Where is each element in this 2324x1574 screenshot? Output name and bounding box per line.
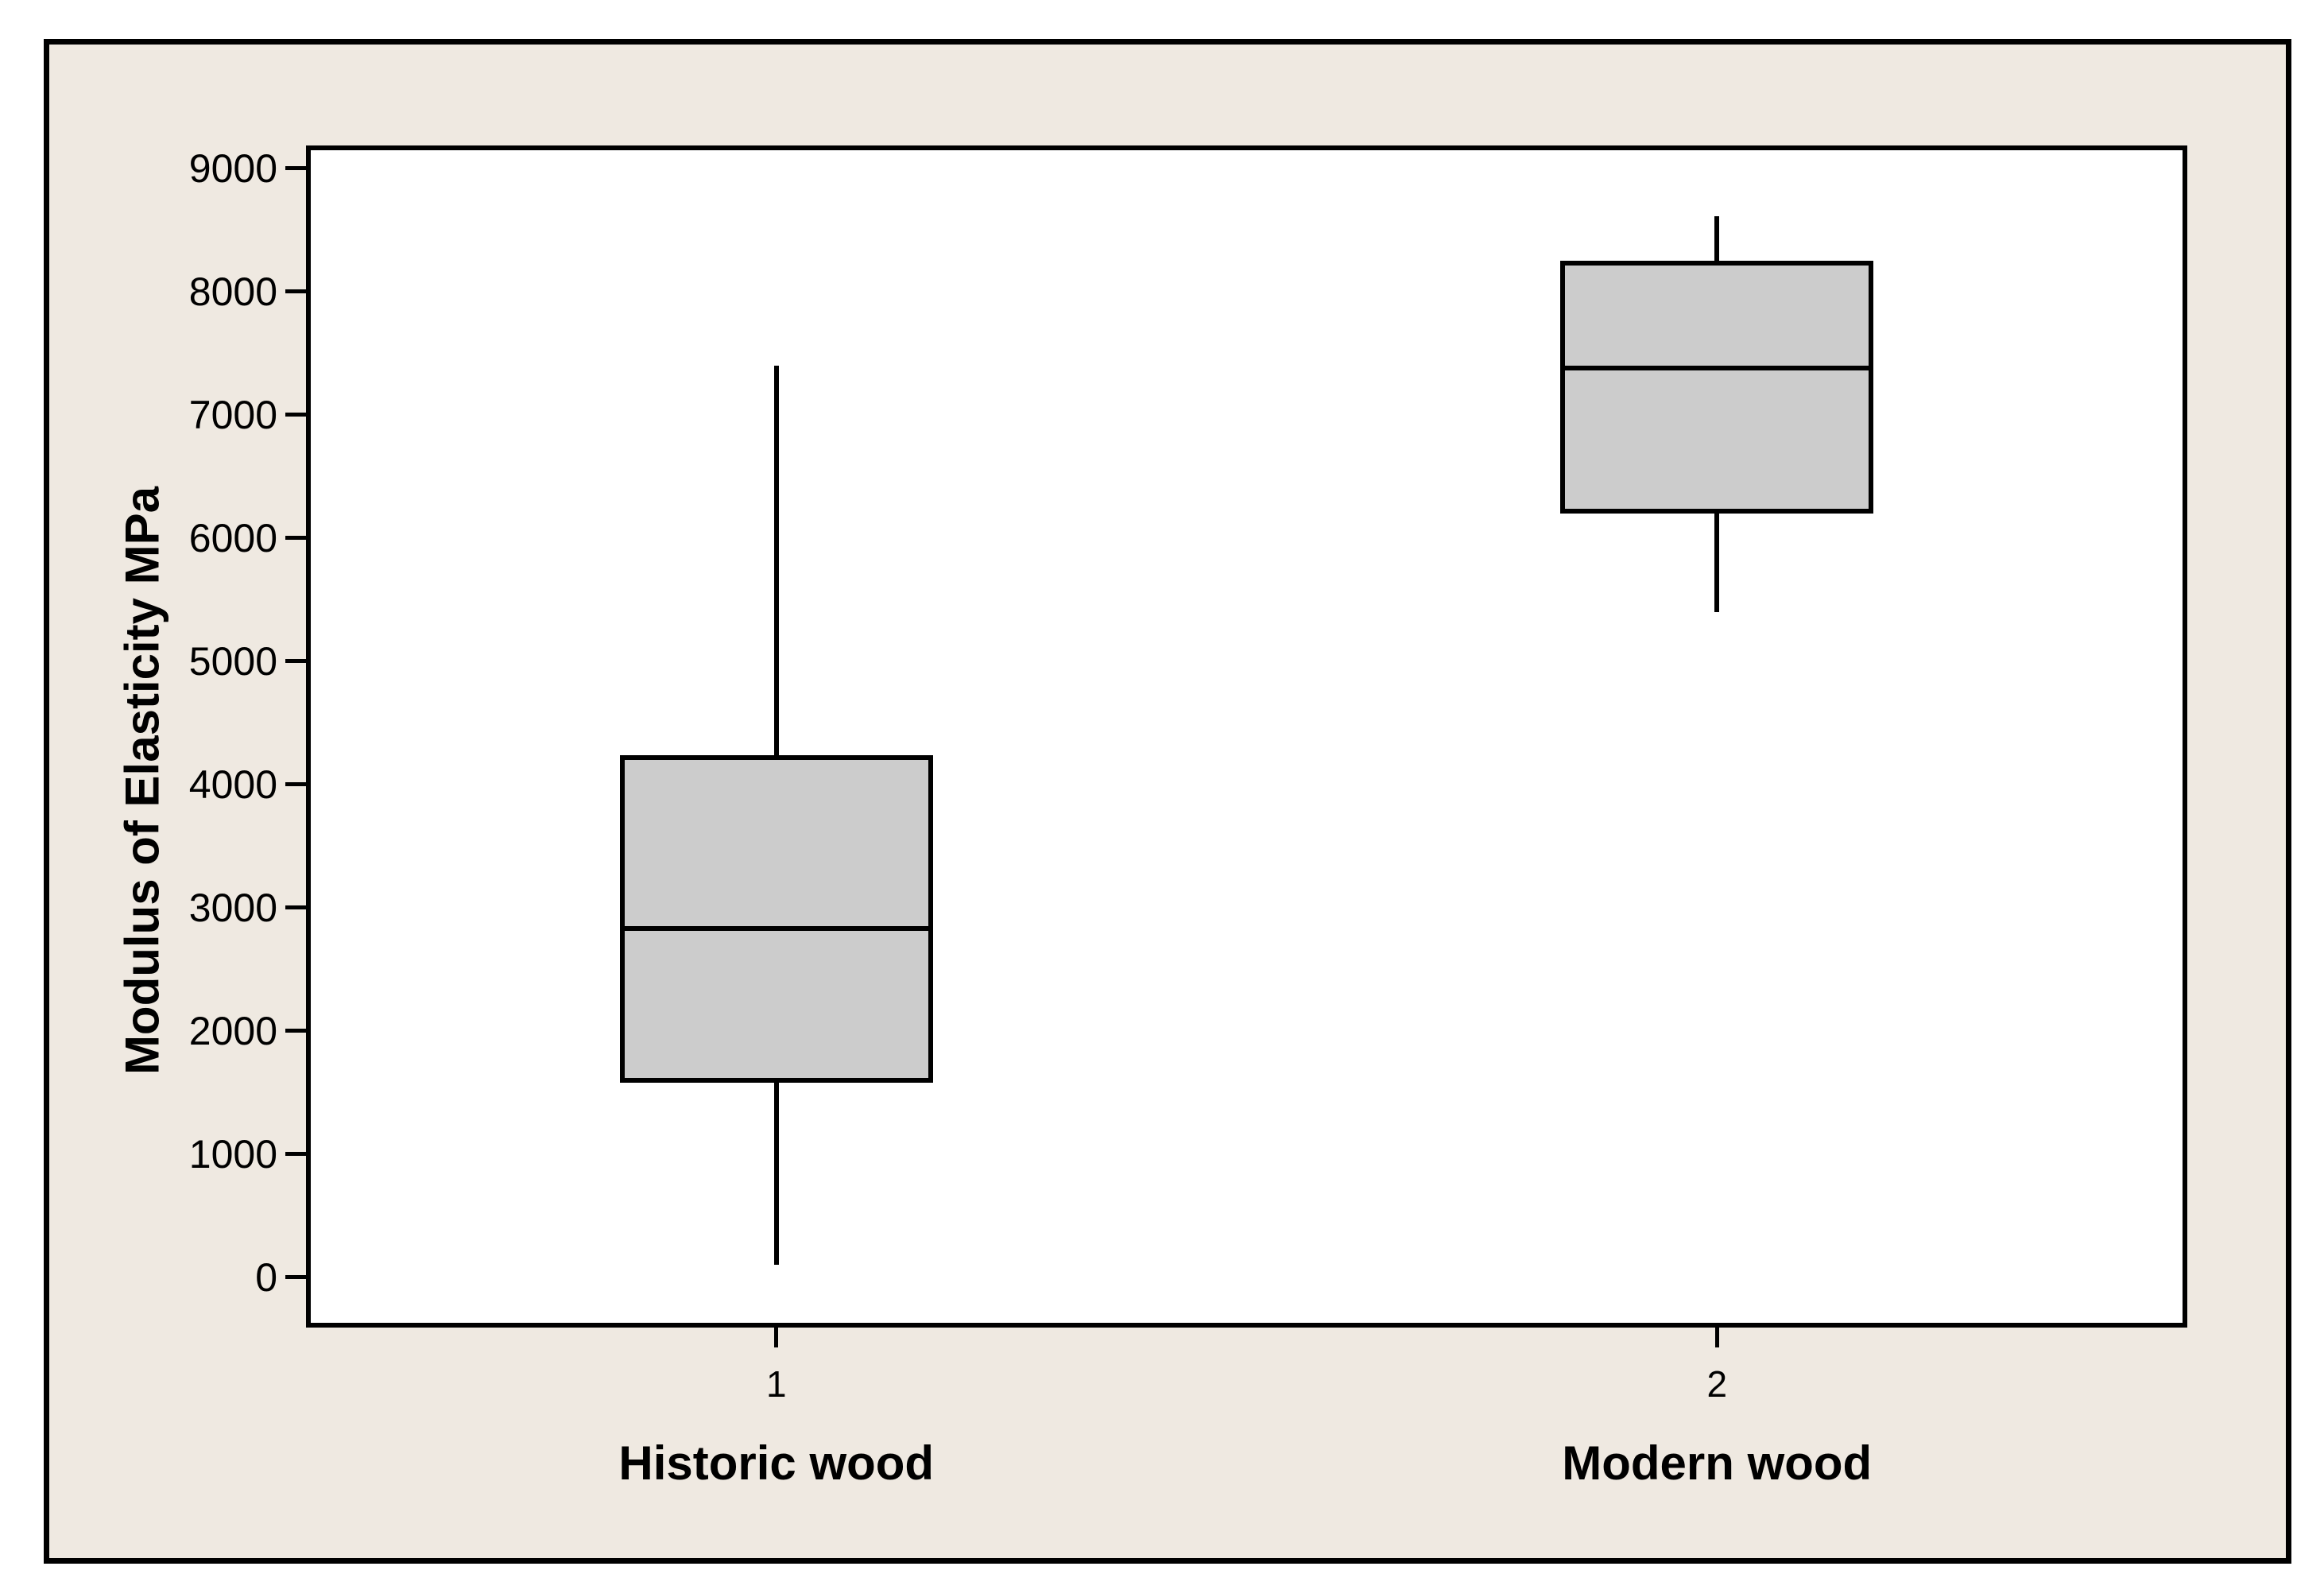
y-tick-label: 0 [255, 1254, 277, 1300]
x-tick-label: 1 [765, 1363, 787, 1405]
y-tick-mark [285, 413, 306, 417]
y-tick-label: 2000 [188, 1008, 277, 1053]
y-tick-mark [285, 1152, 306, 1157]
y-tick-mark [285, 1029, 306, 1033]
x-tick-mark [1714, 1328, 1719, 1347]
iqr-box [619, 754, 933, 1083]
y-tick-label: 5000 [188, 638, 277, 684]
median-line [1560, 366, 1874, 371]
y-tick-label: 3000 [188, 885, 277, 930]
y-tick-label: 9000 [188, 145, 277, 191]
median-line [619, 926, 933, 932]
y-tick-label: 7000 [188, 392, 277, 437]
y-tick-mark [285, 1275, 306, 1280]
y-tick-mark [285, 536, 306, 541]
y-tick-mark [285, 782, 306, 787]
y-tick-mark [285, 905, 306, 910]
iqr-box [1560, 261, 1874, 514]
lower-whisker [773, 1083, 779, 1266]
category-group-label: Historic wood [618, 1436, 935, 1490]
upper-whisker [773, 365, 779, 755]
y-tick-label: 6000 [188, 515, 277, 560]
y-tick-label: 8000 [188, 269, 277, 314]
y-tick-mark [285, 289, 306, 294]
x-tick-label: 2 [1706, 1363, 1728, 1405]
y-tick-mark [285, 659, 306, 664]
y-tick-label: 4000 [188, 762, 277, 807]
lower-whisker [1714, 513, 1720, 612]
y-tick-label: 1000 [188, 1131, 277, 1177]
plot-area [306, 145, 2187, 1328]
y-tick-mark [285, 166, 306, 171]
category-group-label: Modern wood [1562, 1436, 1873, 1490]
x-tick-mark [774, 1328, 779, 1347]
upper-whisker [1714, 216, 1720, 262]
